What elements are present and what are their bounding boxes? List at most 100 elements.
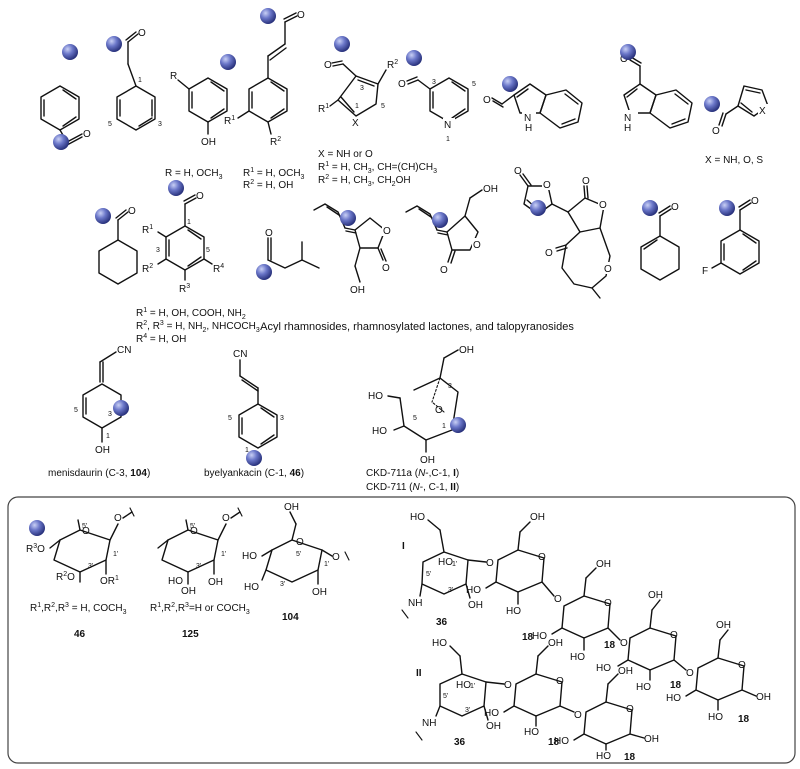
svg-text:5: 5	[413, 415, 417, 422]
sphere-marker	[340, 210, 356, 226]
svg-text:HO: HO	[432, 638, 447, 649]
svg-text:OH: OH	[284, 502, 299, 513]
svg-text:3: 3	[280, 415, 284, 422]
svg-text:1': 1'	[113, 551, 118, 558]
svg-text:5: 5	[228, 415, 232, 422]
svg-text:1: 1	[355, 103, 359, 110]
svg-text:OH: OH	[618, 666, 633, 677]
sphere-marker	[719, 200, 735, 216]
structure-indole-2-carbaldehyde: O N H	[483, 76, 583, 134]
sphere-marker	[168, 180, 184, 196]
svg-text:HO: HO	[372, 426, 387, 437]
svg-text:O: O	[504, 680, 512, 691]
structure-heteroaryl-2-carbonyl: O X X = NH, O, S	[704, 85, 770, 166]
atom-o: O	[440, 265, 448, 276]
menisdaurin-label: menisdaurin (C-3, 104)	[48, 468, 150, 479]
svg-text:OH: OH	[181, 586, 196, 597]
svg-text:5': 5'	[443, 693, 448, 700]
svg-text:5: 5	[472, 81, 476, 88]
svg-text:O: O	[114, 513, 122, 524]
svg-text:OH: OH	[548, 638, 563, 649]
svg-text:O: O	[538, 552, 546, 563]
svg-text:I: I	[402, 541, 405, 552]
atom-o: O	[599, 200, 607, 211]
svg-text:R1,R2,R3 = H, COCH3: R1,R2,R3 = H, COCH3	[30, 602, 127, 616]
svg-text:O: O	[620, 638, 628, 649]
svg-text:R: R	[170, 71, 177, 82]
svg-text:OH: OH	[468, 600, 483, 611]
svg-text:O: O	[556, 676, 564, 687]
svg-text:5: 5	[108, 121, 112, 128]
svg-text:OH: OH	[312, 587, 327, 598]
byelyankacin-label: byelyankacin (C-1, 46)	[204, 468, 304, 479]
sphere-marker	[246, 450, 262, 466]
atom-o: O	[196, 191, 204, 202]
sphere-marker	[502, 76, 518, 92]
svg-text:1: 1	[187, 219, 191, 226]
atom-o: O	[473, 240, 481, 251]
svg-text:OH: OH	[596, 559, 611, 570]
svg-text:OH: OH	[208, 577, 223, 588]
svg-text:104: 104	[282, 612, 299, 623]
structure-phenylacetyl: O 1 5 3	[106, 28, 162, 131]
sphere-marker	[113, 400, 129, 416]
svg-text:5': 5'	[296, 551, 301, 558]
svg-text:3: 3	[360, 85, 364, 92]
svg-text:HO: HO	[596, 751, 611, 762]
atom-o: O	[620, 54, 628, 65]
atom-o: O	[751, 196, 759, 207]
svg-text:1': 1'	[221, 551, 226, 558]
structure-bis-lactone: O O O O O O	[514, 166, 614, 299]
sphere-marker	[432, 212, 448, 228]
svg-text:3: 3	[156, 247, 160, 254]
atom-o: O	[83, 129, 91, 140]
atom-o: O	[128, 206, 136, 217]
svg-text:X = NH or O: X = NH or O	[318, 149, 373, 160]
svg-text:NH: NH	[422, 718, 436, 729]
svg-text:R3O: R3O	[26, 543, 45, 555]
svg-text:HO: HO	[570, 652, 585, 663]
svg-text:OH: OH	[459, 345, 474, 356]
svg-text:N: N	[624, 113, 631, 124]
phenol-r-note: R = H, OCH3	[165, 168, 223, 181]
svg-text:HO: HO	[410, 512, 425, 523]
atom-o: O	[383, 226, 391, 237]
structure-lactone-1: O O OH	[313, 203, 392, 296]
svg-text:5': 5'	[82, 523, 87, 530]
svg-text:18: 18	[670, 680, 682, 691]
svg-text:OH: OH	[648, 590, 663, 601]
sugar-46: O O R3O R2O OR1 5' 1' 3' R1,R2,R3 = H, C…	[26, 507, 135, 640]
svg-text:HO: HO	[708, 712, 723, 723]
svg-text:3': 3'	[448, 587, 453, 594]
atom-o: O	[483, 95, 491, 106]
svg-text:3': 3'	[465, 707, 470, 714]
svg-text:O: O	[222, 513, 230, 524]
sphere-marker	[334, 36, 350, 52]
svg-text:R1 = H, OH, COOH, NH2: R1 = H, OH, COOH, NH2	[136, 307, 246, 321]
svg-text:3': 3'	[88, 563, 93, 570]
svg-text:O: O	[686, 668, 694, 679]
svg-text:R3: R3	[179, 283, 190, 295]
svg-text:1: 1	[446, 136, 450, 143]
atom-o: O	[712, 126, 720, 137]
svg-text:5: 5	[206, 247, 210, 254]
svg-text:18: 18	[522, 632, 534, 643]
sphere-marker	[220, 54, 236, 70]
svg-text:OH: OH	[95, 445, 110, 456]
svg-text:36: 36	[454, 737, 466, 748]
svg-text:HO: HO	[636, 682, 651, 693]
svg-text:OH: OH	[350, 285, 365, 296]
svg-text:1': 1'	[452, 561, 457, 568]
svg-text:HO: HO	[666, 693, 681, 704]
svg-text:3': 3'	[280, 581, 285, 588]
sphere-marker	[530, 200, 546, 216]
svg-text:5': 5'	[190, 523, 195, 530]
svg-text:18: 18	[604, 640, 616, 651]
svg-text:R1 = H, CH3, CH=(CH)CH3: R1 = H, CH3, CH=(CH)CH3	[318, 161, 437, 175]
svg-text:OH: OH	[201, 137, 216, 148]
svg-text:HO: HO	[596, 663, 611, 674]
sphere-marker	[450, 417, 466, 433]
oligosaccharide-ii: II HO HO OH NH 5' 1' 3' 36 O OH O HO HO …	[415, 638, 659, 763]
svg-text:HO: HO	[168, 576, 183, 587]
